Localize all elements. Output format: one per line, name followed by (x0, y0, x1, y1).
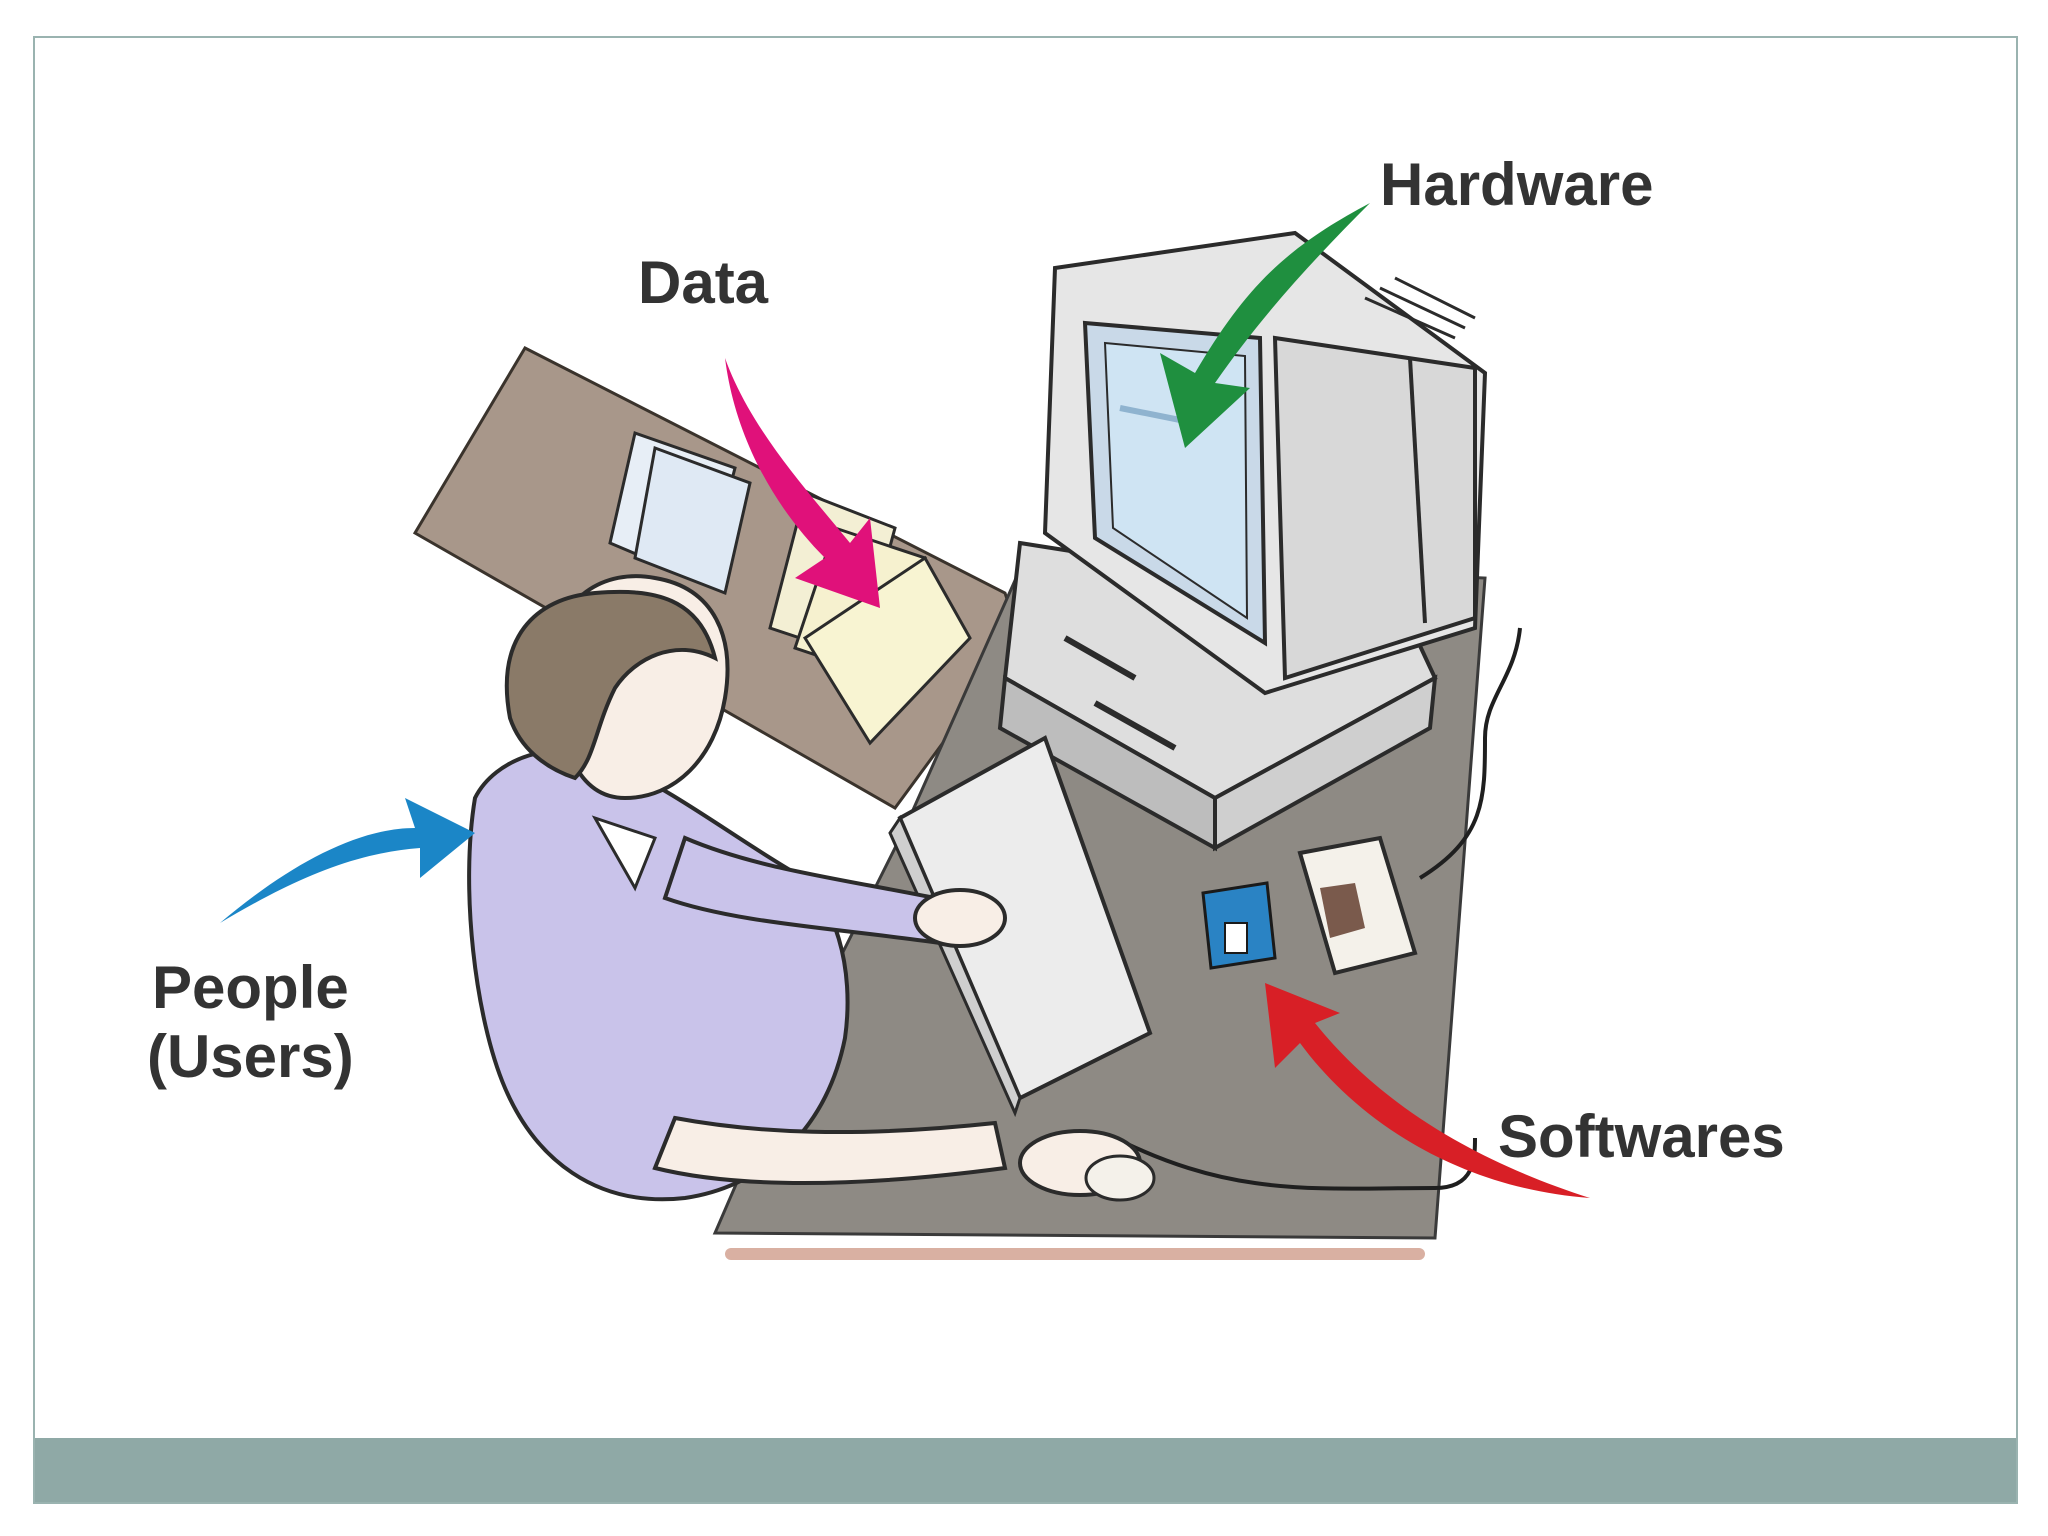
user-mouse (1086, 1156, 1154, 1200)
people-label-line2: (Users) (147, 1022, 354, 1091)
information-system-illustration (35, 38, 2018, 1438)
floppy-disk (1203, 883, 1275, 968)
footer-bar (35, 1438, 2018, 1504)
softwares-label: Softwares (1498, 1102, 1785, 1171)
data-label: Data (638, 248, 768, 317)
slide-frame: Hardware Data People (Users) Softwares (33, 36, 2018, 1504)
desk-edge (725, 1248, 1425, 1260)
hardware-label: Hardware (1380, 150, 1653, 219)
people-label-line1: People (147, 953, 354, 1022)
people-label: People (Users) (147, 953, 354, 1091)
people-arrow (220, 798, 475, 923)
